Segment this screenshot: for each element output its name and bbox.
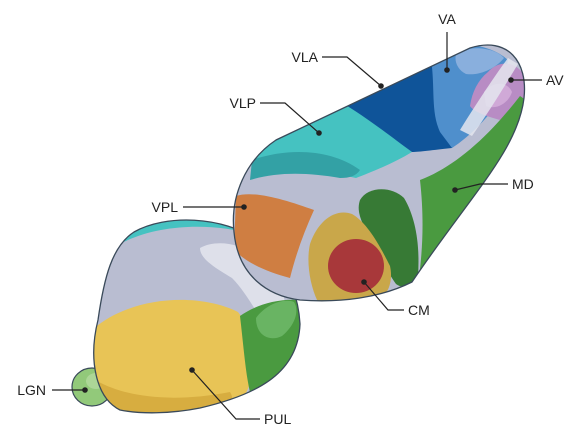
label-pul: PUL	[264, 411, 291, 427]
label-vla: VLA	[292, 49, 319, 65]
label-vlp: VLP	[230, 95, 256, 111]
label-lgn: LGN	[17, 382, 46, 398]
label-va: VA	[438, 11, 456, 27]
callout-vla: VLA	[292, 49, 384, 89]
callout-vpl: VPL	[152, 199, 247, 215]
label-av: AV	[546, 72, 564, 88]
label-md: MD	[512, 176, 534, 192]
label-cm: CM	[408, 302, 430, 318]
cm-region	[328, 239, 384, 293]
upper-lobe	[220, 30, 540, 320]
label-vpl: VPL	[152, 199, 179, 215]
